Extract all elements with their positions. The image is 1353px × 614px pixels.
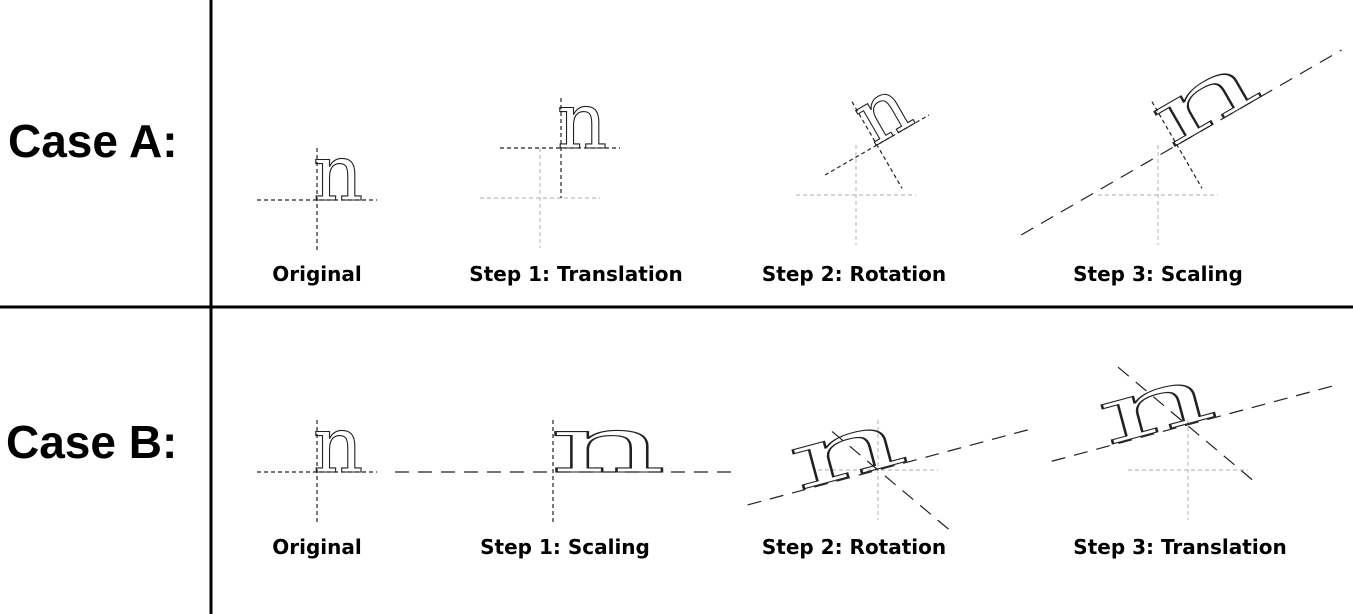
glyph-n: n (313, 401, 363, 491)
case-a-step3-panel: n Step 3: Scaling (1020, 31, 1342, 286)
step-label: Step 2: Rotation (762, 262, 946, 286)
rotated-y-axis (851, 101, 903, 189)
step-label: Step 3: Translation (1073, 535, 1286, 559)
translated-x-axis (1051, 385, 1333, 462)
step-label: Step 3: Scaling (1073, 262, 1243, 286)
step-label: Step 2: Rotation (762, 535, 946, 559)
rotated-y-axis (831, 430, 952, 532)
glyph-n: n (778, 391, 916, 509)
glyph-n: n (838, 60, 927, 163)
case-a-original-panel: n Original (257, 128, 377, 286)
case-b-step2-panel: n Step 2: Rotation (747, 390, 1033, 559)
glyph-n: n (1133, 32, 1274, 166)
step-label: Step 1: Translation (469, 262, 682, 286)
step-label: Step 1: Scaling (480, 535, 650, 559)
case-b-step3-panel: n Step 3: Translation (1051, 345, 1333, 559)
scaled-x-axis (1020, 49, 1342, 236)
glyph-n: n (557, 77, 607, 167)
case-a-step1-panel: n Step 1: Translation (469, 76, 682, 286)
rotated-y-axis (1151, 101, 1203, 189)
glyph-n: n (1087, 346, 1225, 464)
case-b-label: Case B: (6, 416, 177, 468)
case-a-label: Case A: (8, 115, 178, 167)
glyph-n: n (313, 129, 363, 219)
step-label: Original (272, 262, 361, 286)
case-a-step2-panel: n Step 2: Rotation (762, 60, 946, 286)
glyph-n: n (549, 400, 667, 491)
step-label: Original (272, 535, 361, 559)
case-b-original-panel: n Original (257, 400, 377, 559)
translated-y-axis (1117, 366, 1253, 481)
case-b-step1-panel: n Step 1: Scaling (395, 399, 735, 559)
rotated-x-axis (747, 428, 1033, 506)
